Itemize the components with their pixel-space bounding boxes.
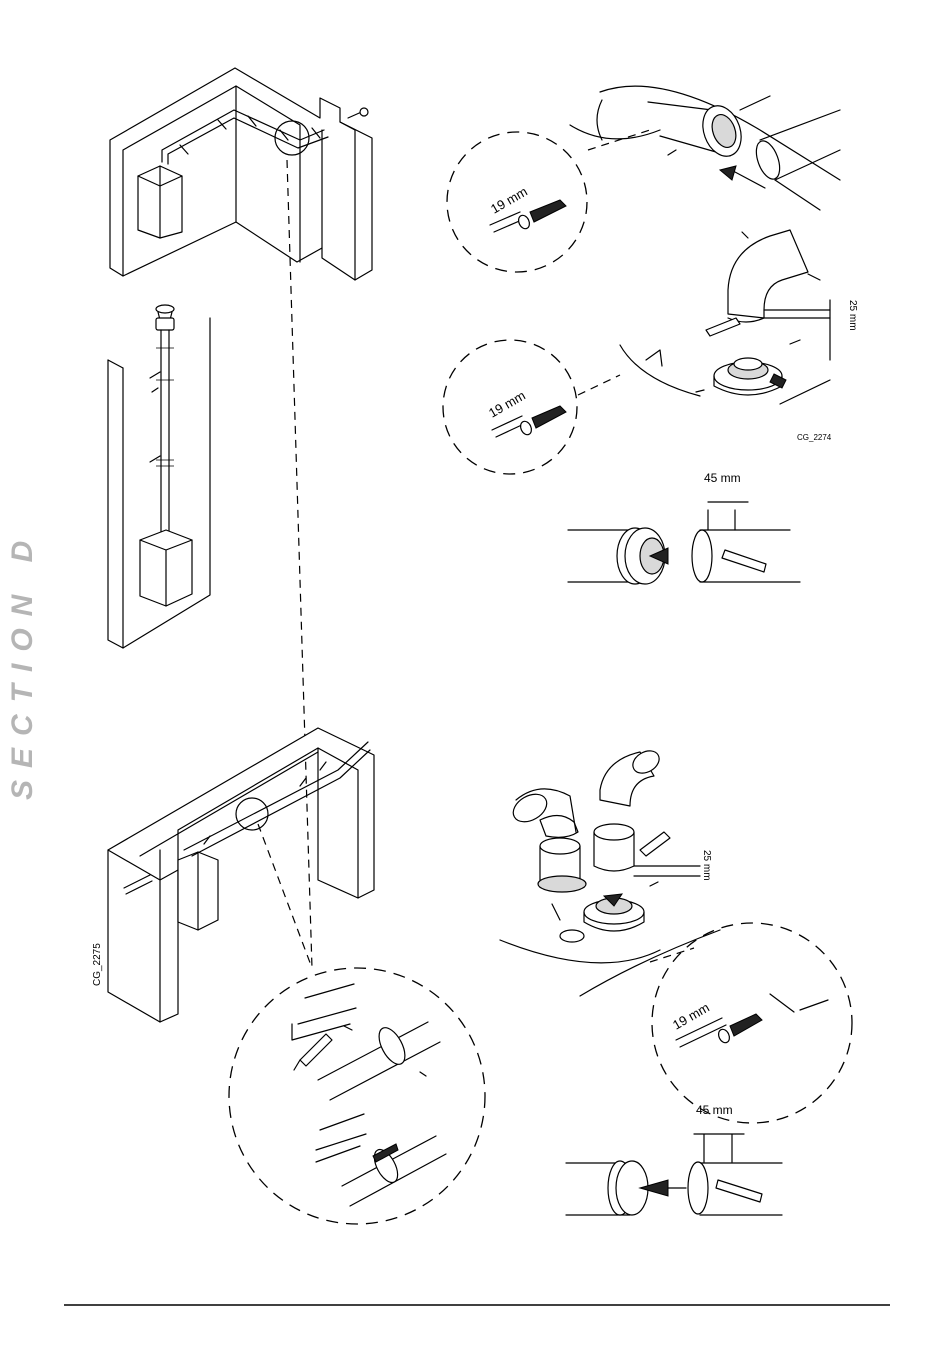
detail-circle-bottom-left	[229, 968, 485, 1224]
figure-code-right: CG_2274	[797, 433, 832, 442]
section-label: SECTION D	[6, 529, 39, 800]
insertion-offset-label-b: 25 mm	[701, 850, 712, 881]
detail-connector-line	[287, 160, 312, 968]
insertion-offset-label-a: 25 mm	[847, 300, 858, 331]
figure-code-left: CG_2275	[92, 943, 103, 986]
cut-detail-bottom: 45 mm	[566, 1103, 782, 1215]
detail-connector-line-b	[258, 824, 312, 968]
cut-detail-top: 45 mm	[568, 471, 800, 584]
cut-length-label-a: 45 mm	[704, 471, 741, 485]
screw-length-label-c: 19 mm	[670, 1000, 712, 1033]
screw-length-label-a: 19 mm	[488, 184, 530, 217]
elbow-flange-detail: 25 mm CG_2274 19 mm	[443, 230, 858, 474]
cut-length-label-b: 45 mm	[696, 1103, 733, 1117]
corner-wall-illustration	[110, 68, 372, 280]
vertical-flue-illustration	[108, 305, 210, 648]
through-wall-illustration: CG_2275	[92, 728, 374, 1022]
dual-elbow-assembly: 25 mm 19 mm	[500, 746, 852, 1123]
